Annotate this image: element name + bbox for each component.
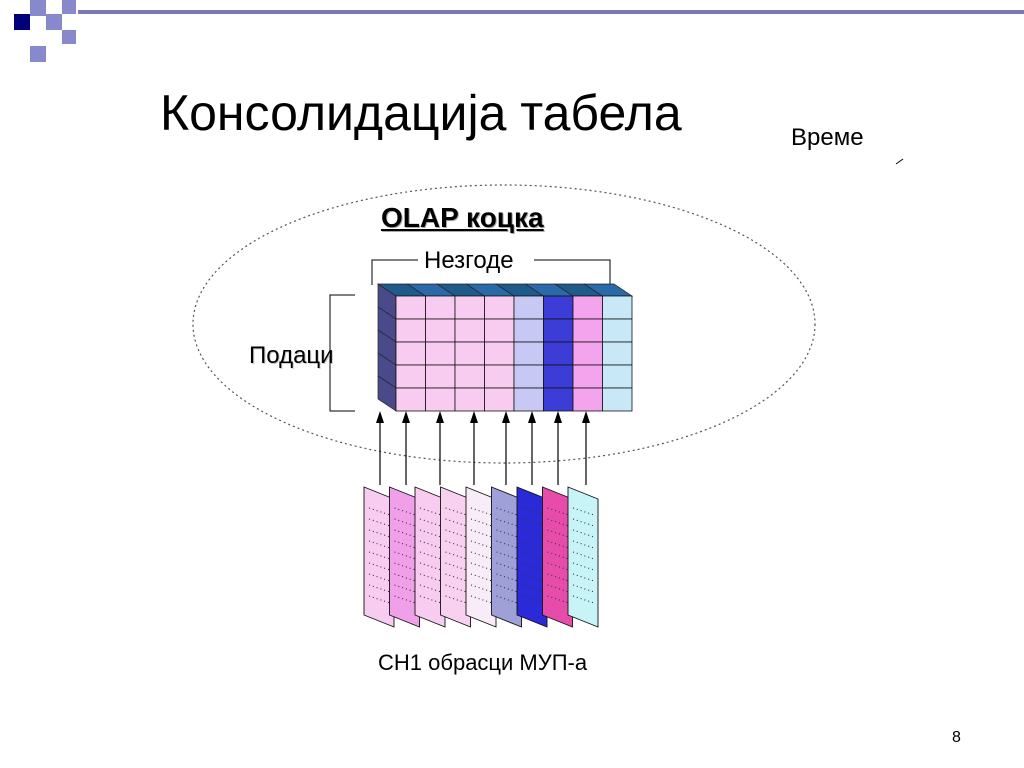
form-sheet <box>363 486 395 628</box>
cube-cell <box>425 341 456 366</box>
cube-cell <box>513 364 544 389</box>
slide-title: Консолидација табела <box>160 85 682 141</box>
cube-cell <box>425 295 456 320</box>
cube-cell <box>454 295 485 320</box>
cube-cell <box>513 341 544 366</box>
deco-square <box>30 46 46 62</box>
cube-cell <box>395 387 426 412</box>
cube-cell <box>572 364 603 389</box>
page-number: 8 <box>952 729 961 746</box>
cube-cell <box>543 318 574 343</box>
cube-cell <box>602 364 633 389</box>
olap-cube <box>376 283 634 412</box>
cube-cell <box>484 318 515 343</box>
cube-cell <box>602 387 633 412</box>
incidents-bracket-right <box>534 259 611 285</box>
forms-caption: СН1 обрасци МУП-а <box>378 650 588 675</box>
cube-cell <box>395 318 426 343</box>
cube-cell <box>572 318 603 343</box>
cube-ellipse <box>192 184 816 464</box>
cube-cell <box>484 364 515 389</box>
corner-decoration <box>14 0 76 62</box>
cube-cell <box>454 318 485 343</box>
arrows <box>376 411 590 485</box>
form-sheets <box>363 486 599 628</box>
cube-cell <box>543 387 574 412</box>
deco-square <box>62 30 76 44</box>
form-sheet <box>542 486 573 628</box>
deco-square <box>62 0 76 14</box>
data-label: Подаци <box>249 342 334 369</box>
form-sheet <box>440 486 471 628</box>
cube-cell <box>602 295 633 320</box>
cube-cell <box>454 387 485 412</box>
deco-square <box>14 14 30 30</box>
cube-cell <box>395 364 426 389</box>
arrow-head <box>376 411 384 423</box>
cube-cell <box>513 318 544 343</box>
cube-cell <box>513 295 544 320</box>
cube-cell <box>454 341 485 366</box>
arrow-head <box>554 411 562 423</box>
form-sheet <box>414 486 446 628</box>
cube-cell <box>572 341 603 366</box>
form-sheet <box>389 486 420 628</box>
cube-cell <box>513 387 544 412</box>
cube-cell <box>425 387 456 412</box>
deco-square <box>30 0 46 16</box>
cube-cell <box>484 295 515 320</box>
cube-cell <box>602 318 633 343</box>
cube-cell <box>543 295 574 320</box>
cube-cell <box>572 387 603 412</box>
form-sheet <box>465 486 497 628</box>
cube-cell <box>572 295 603 320</box>
arrow-head <box>470 411 478 423</box>
cube-cell <box>395 295 426 320</box>
time-axis-tick <box>895 158 904 165</box>
cube-cell <box>484 341 515 366</box>
form-sheet <box>516 486 548 628</box>
cube-cell <box>425 318 456 343</box>
arrow-head <box>502 411 510 423</box>
cube-cell <box>454 364 485 389</box>
arrow-head <box>528 411 536 423</box>
cube-cell <box>484 387 515 412</box>
time-label: Време <box>791 124 864 151</box>
incidents-bracket-left <box>371 259 418 285</box>
cube-cell <box>395 341 426 366</box>
arrow-head <box>436 411 444 423</box>
arrow-head <box>402 411 410 423</box>
cube-cell <box>543 364 574 389</box>
olap-cube-label: OLAP коцка <box>381 202 544 233</box>
arrow-head <box>582 411 590 423</box>
form-sheet <box>491 486 522 628</box>
incidents-label: Незгоде <box>424 247 514 274</box>
cube-cell <box>602 341 633 366</box>
cube-cell <box>543 341 574 366</box>
cube-cell <box>425 364 456 389</box>
data-bracket <box>329 294 355 412</box>
deco-square <box>46 14 62 30</box>
form-sheet <box>567 486 599 628</box>
